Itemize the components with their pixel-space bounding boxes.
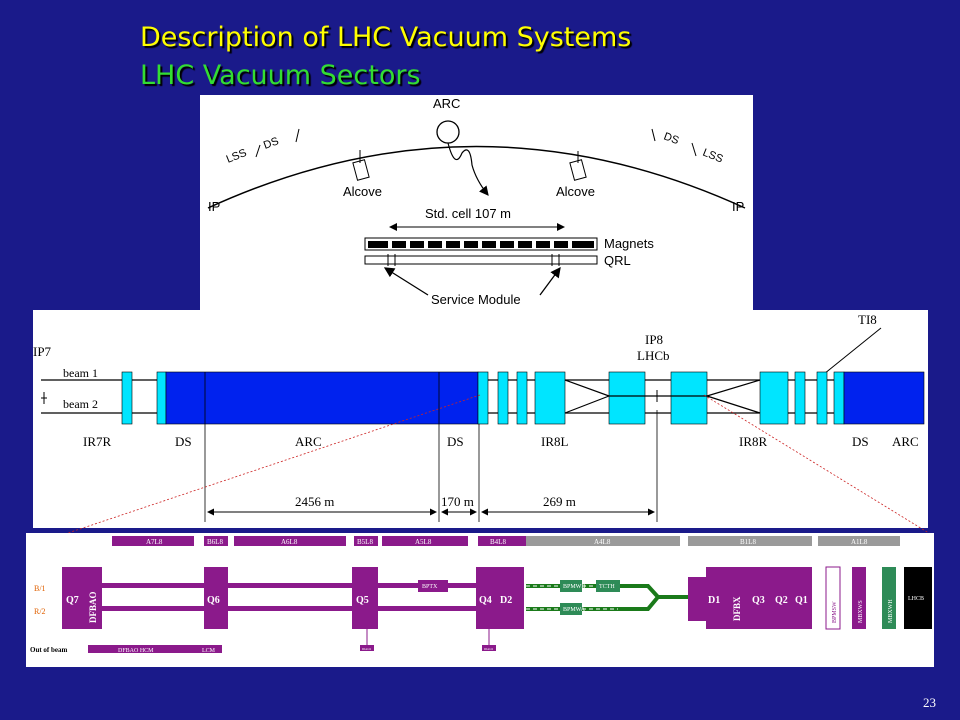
ds-left-label: DS — [262, 135, 280, 152]
dfbao-label: DFBAO — [88, 592, 98, 624]
service-module-label: Service Module — [431, 292, 521, 307]
ip-right-label: IP — [732, 199, 744, 214]
lss-right-label: LSS — [701, 147, 725, 166]
sector-a7l8: A7L8 — [146, 538, 163, 546]
bpmwa-label: BPMWA — [563, 607, 586, 613]
magnets-label: Magnets — [604, 236, 654, 251]
arc-curve — [207, 145, 746, 209]
region-ds-3: DS — [852, 434, 869, 449]
beam1-label: beam 1 — [63, 366, 98, 380]
magnet-blocks — [368, 241, 594, 248]
lcm-label: LCM — [202, 648, 216, 654]
detailed-layout-panel: A7L8 B6L8 A6L8 B5L8 A5L8 B4L8 A4L8 B1L8 … — [26, 533, 934, 667]
alcove-right-label: Alcove — [556, 184, 595, 199]
region-ds-2: DS — [447, 434, 464, 449]
q3-label: Q3 — [752, 595, 765, 606]
sector-layout: IP7 IP8 LHCb TI8 beam 1 beam 2 — [33, 312, 925, 522]
qrl-label: QRL — [604, 253, 631, 268]
d1-label: D1 — [708, 595, 720, 606]
q6-label: Q6 — [207, 595, 220, 606]
alcove-left-label: Alcove — [343, 184, 382, 199]
dim-170: 170 m — [441, 494, 474, 509]
slide-subtitle: LHC Vacuum Sectors — [140, 60, 421, 91]
tctv-label: TCTV — [634, 598, 650, 604]
region-arc-1: ARC — [295, 434, 322, 449]
arc-label: ARC — [433, 96, 460, 111]
sector-a4l8: A4L8 — [594, 538, 611, 546]
arc-block-right — [843, 371, 925, 425]
region-arc-2: ARC — [892, 434, 919, 449]
arc-block-left — [165, 371, 479, 425]
q5-label: Q5 — [356, 595, 369, 606]
magnet-elements — [62, 566, 932, 630]
bpmwb-label: BPMWB — [563, 584, 585, 590]
q7-label: Q7 — [66, 595, 79, 606]
mbxws-label: MBXWS — [858, 600, 864, 623]
detailed-layout: A7L8 B6L8 A6L8 B5L8 A5L8 B4L8 A4L8 B1L8 … — [30, 536, 932, 654]
dfbao-hcm-label: DFBAO HCM — [118, 648, 154, 654]
sector-bars — [112, 536, 900, 546]
region-ds-1: DS — [175, 434, 192, 449]
vacuum-components — [121, 371, 925, 425]
region-ir8r: IR8R — [739, 434, 768, 449]
sector-a6l8: A6L8 — [281, 538, 298, 546]
ds-right-label: DS — [662, 131, 680, 148]
beam2-label: beam 2 — [63, 397, 98, 411]
sector-b4l8: B4L8 — [490, 538, 506, 546]
alcove-left-box — [352, 159, 370, 181]
page-number: 23 — [923, 695, 936, 710]
mbxwh-label: MBXWH — [888, 599, 894, 623]
sector-b1l8: B1L8 — [740, 538, 756, 546]
out-of-beam-label: Out of beam — [30, 646, 68, 654]
arc-schematic: ARC LSS DS DS LSS IP IP Alcove Alcove St… — [207, 96, 746, 307]
arc-pointer — [447, 142, 489, 196]
sector-b6l8: B6L8 — [207, 538, 223, 546]
dim-269: 269 m — [543, 494, 576, 509]
slide-title: Description of LHC Vacuum Systems — [140, 22, 632, 53]
lhcb-element-label: LHCB — [908, 596, 924, 602]
dim-2456: 2456 m — [295, 494, 334, 509]
region-ir8l: IR8L — [541, 434, 569, 449]
dfbx-label: DFBX — [732, 596, 742, 621]
ip8-label: IP8 — [645, 332, 663, 347]
sector-layout-panel: IP7 IP8 LHCb TI8 beam 1 beam 2 — [33, 310, 928, 528]
ip-left-label: IP — [208, 199, 220, 214]
lhcb-label: LHCb — [637, 348, 670, 363]
bpmsw-label: BPMSW — [832, 601, 838, 623]
sector-b5l8: B5L8 — [357, 538, 373, 546]
q1-label: Q1 — [795, 595, 808, 606]
bptx-label: BPTX — [422, 584, 438, 590]
b1-label: B/1 — [34, 584, 46, 593]
sector-a5l8: A5L8 — [415, 538, 432, 546]
r2-label: R/2 — [34, 607, 46, 616]
lss-left-label: LSS — [225, 147, 249, 166]
q2-label: Q2 — [775, 595, 788, 606]
arc-schematic-panel: ARC LSS DS DS LSS IP IP Alcove Alcove St… — [200, 95, 753, 310]
std-cell-label: Std. cell 107 m — [425, 206, 511, 221]
tcth-label: TCTH — [599, 584, 615, 590]
small-box-2: DIAGS — [484, 647, 493, 651]
d2-label: D2 — [500, 595, 512, 606]
tcdd-label: TCDD — [671, 585, 688, 591]
region-ir7r: IR7R — [83, 434, 112, 449]
sector-a1l8: A1L8 — [851, 538, 868, 546]
ip7-label: IP7 — [33, 344, 52, 359]
alcove-right-box — [569, 159, 587, 181]
qrl-line — [364, 255, 598, 265]
arc-shaft-circle — [436, 120, 460, 144]
q4-label: Q4 — [479, 595, 492, 606]
small-box-1: DIAGS — [362, 647, 371, 651]
ti8-label: TI8 — [858, 312, 877, 327]
